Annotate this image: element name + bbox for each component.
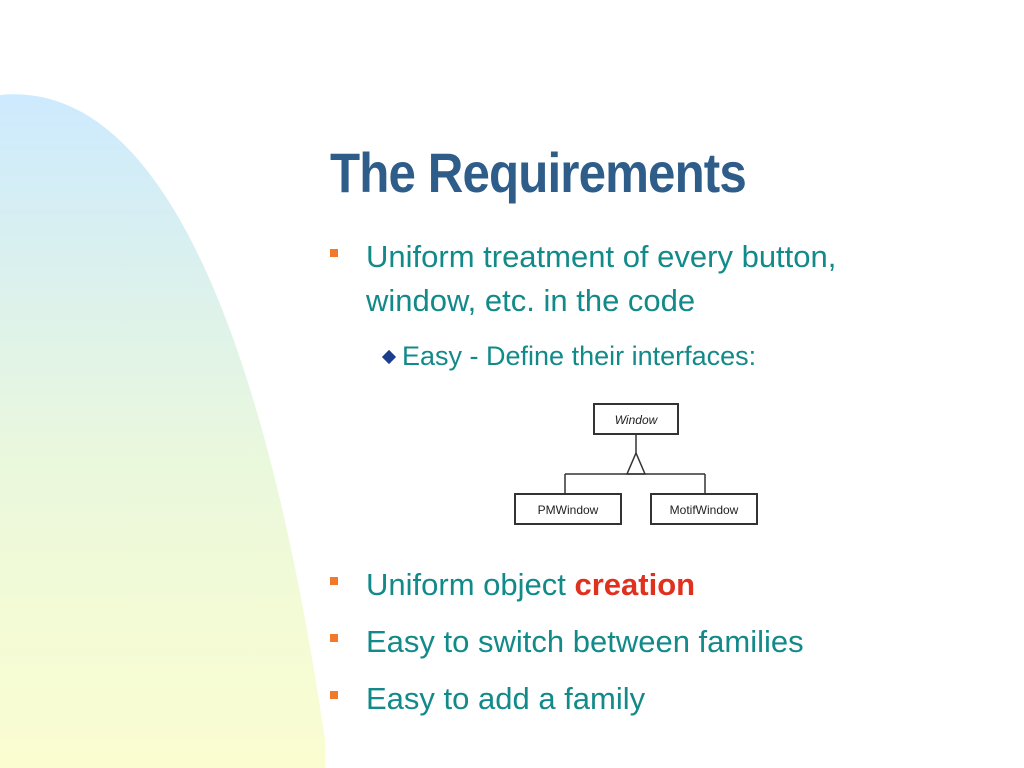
window-class-label: Window [615, 413, 659, 427]
bullet-line-1: Uniform treatment of every button, [366, 239, 837, 274]
bullet-marker [330, 691, 338, 699]
slide-title: The Requirements [330, 141, 747, 204]
uml-class-diagram: Window PMWindow MotifWindow [514, 403, 758, 525]
bullet-uniform-treatment: Uniform treatment of every button, windo… [330, 235, 836, 323]
bullet-line-2: window, etc. in the code [366, 283, 696, 318]
bullet-text: Easy to switch between families [366, 624, 804, 659]
pmwindow-class-box [514, 493, 622, 525]
bullet-add-family: Easy to add a family [330, 677, 645, 721]
bullet-marker [330, 634, 338, 642]
bullet-uniform-creation: Uniform object creation [330, 563, 695, 607]
bullet-highlight: creation [574, 567, 696, 602]
bullet-marker [330, 577, 338, 585]
bullet-text-plain: Uniform object [366, 567, 575, 602]
bullet-switch-families: Easy to switch between families [330, 620, 804, 664]
diamond-bullet-icon [381, 349, 397, 365]
bullet-text: Easy to add a family [366, 681, 646, 716]
bullet-text: Uniform treatment of every button, windo… [366, 235, 836, 323]
motifwindow-class-label: MotifWindow [670, 503, 739, 517]
sub-bullet-text: Easy - Define their interfaces: [402, 341, 757, 371]
pmwindow-class-label: PMWindow [538, 503, 599, 517]
bullet-marker [330, 249, 338, 257]
motifwindow-class-box [650, 493, 758, 525]
bullet-text: Uniform object creation [366, 563, 695, 607]
inheritance-triangle [625, 451, 647, 475]
sub-bullet-define-interfaces: Easy - Define their interfaces: [381, 338, 757, 374]
